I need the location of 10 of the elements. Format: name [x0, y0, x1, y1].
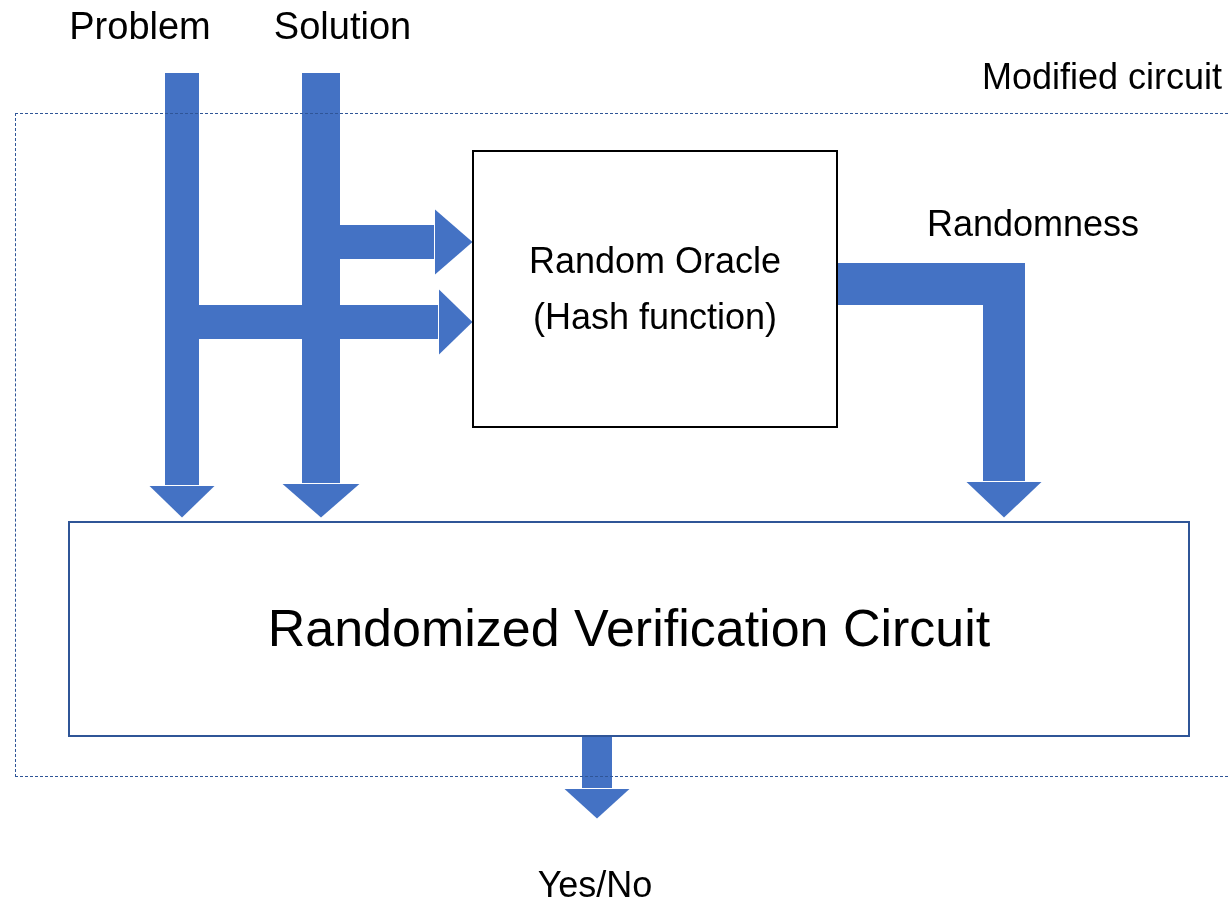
group-heading: Modified circuit — [981, 56, 1222, 98]
io-label: Yes/No — [537, 864, 653, 906]
io-label: Solution — [273, 5, 412, 48]
process-box — [68, 520, 1190, 737]
box-label: Random Oracle (Hash function) — [527, 238, 783, 339]
process-box — [472, 149, 838, 428]
box-label: Randomized Verification Circuit — [267, 598, 991, 660]
block-arrow — [282, 73, 360, 518]
block-arrow — [564, 737, 630, 819]
io-label: Problem — [69, 5, 211, 48]
